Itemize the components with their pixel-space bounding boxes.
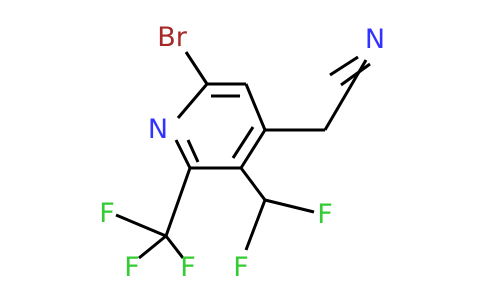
atom-ring-n: N <box>148 114 168 145</box>
bond-c6-n1 <box>176 83 209 119</box>
bond-chf2-f2 <box>244 199 267 251</box>
bond-nitrile-b <box>340 62 371 87</box>
bond-chf2-f1 <box>264 198 315 214</box>
atom-f-chf2-bottom: F <box>233 252 249 283</box>
bond-cf3-f4 <box>138 234 167 260</box>
atom-f-cf3-bottom-left: F <box>124 252 140 283</box>
bond-nitrile-a <box>329 55 359 77</box>
bond-cf3-f5 <box>164 235 185 259</box>
bond-c5-c4 <box>244 83 267 131</box>
bond-c2-cf3 <box>164 167 192 237</box>
atom-f-cf3-left: F <box>99 198 115 229</box>
bond-c3-c4 <box>239 129 267 169</box>
atom-f-chf2-right: F <box>317 199 333 230</box>
bond-cf3-f3 <box>115 213 167 238</box>
bond-c3-chf2 <box>239 167 267 201</box>
bond-c6-br <box>184 51 209 85</box>
atom-nitrile-n: N <box>365 24 385 55</box>
bond-n1-c2-inner <box>186 139 200 163</box>
atom-f-cf3-bottom-right: F <box>180 252 196 283</box>
atom-br: Br <box>157 22 188 53</box>
bond-n1-c2 <box>174 139 192 169</box>
bond-c3-c4-inner <box>231 126 255 159</box>
